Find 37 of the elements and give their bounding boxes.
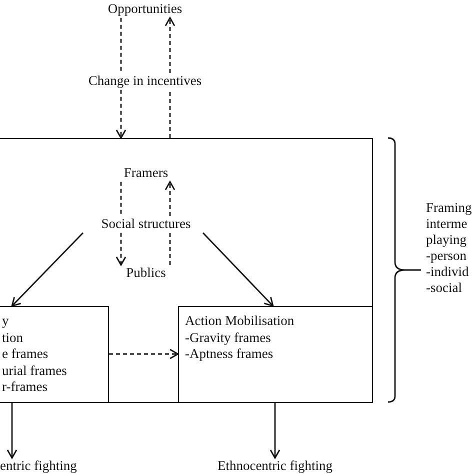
- connector-line: [169, 232, 171, 265]
- arrow: [11, 232, 84, 307]
- box-heading: Action Mobilisation: [185, 313, 296, 330]
- arrow: [164, 181, 176, 216]
- connector-line: [120, 18, 122, 73]
- arrow: [270, 403, 280, 459]
- connector-line: [169, 90, 171, 138]
- list-item: urial frames: [2, 362, 68, 379]
- node-label: Publics: [124, 265, 168, 282]
- annotation-text: -social: [425, 280, 463, 297]
- node-label: Framers: [122, 165, 170, 182]
- text-box: [178, 306, 373, 403]
- node-label: Opportunities: [106, 1, 184, 18]
- arrow: [109, 348, 179, 360]
- list-item: e frames: [2, 346, 50, 362]
- annotation-text: -person: [425, 248, 468, 265]
- connector-line: [120, 182, 122, 216]
- text-box: [0, 306, 109, 403]
- node-label: Social structures: [99, 216, 193, 233]
- node-label: Ethnocentric fighting: [215, 458, 335, 474]
- arrow: [6, 403, 18, 459]
- list-item: tion: [2, 330, 24, 346]
- arrow: [202, 232, 274, 307]
- list-item: -Gravity frames: [185, 330, 272, 346]
- arrow: [164, 17, 176, 73]
- node-label: Change in incentives: [86, 73, 204, 90]
- list-item: r-frames: [2, 379, 48, 396]
- annotation-text: interme: [425, 216, 468, 233]
- annotation-text: Framing: [425, 200, 473, 217]
- arrow: [116, 232, 126, 266]
- list-item: -Aptness frames: [185, 346, 274, 362]
- annotation-text: playing: [425, 232, 468, 249]
- annotation-text: -individ: [425, 264, 470, 281]
- node-label: entric fighting: [0, 458, 79, 474]
- arrow: [116, 90, 126, 139]
- list-item: y: [2, 313, 10, 330]
- container-box: [0, 138, 373, 403]
